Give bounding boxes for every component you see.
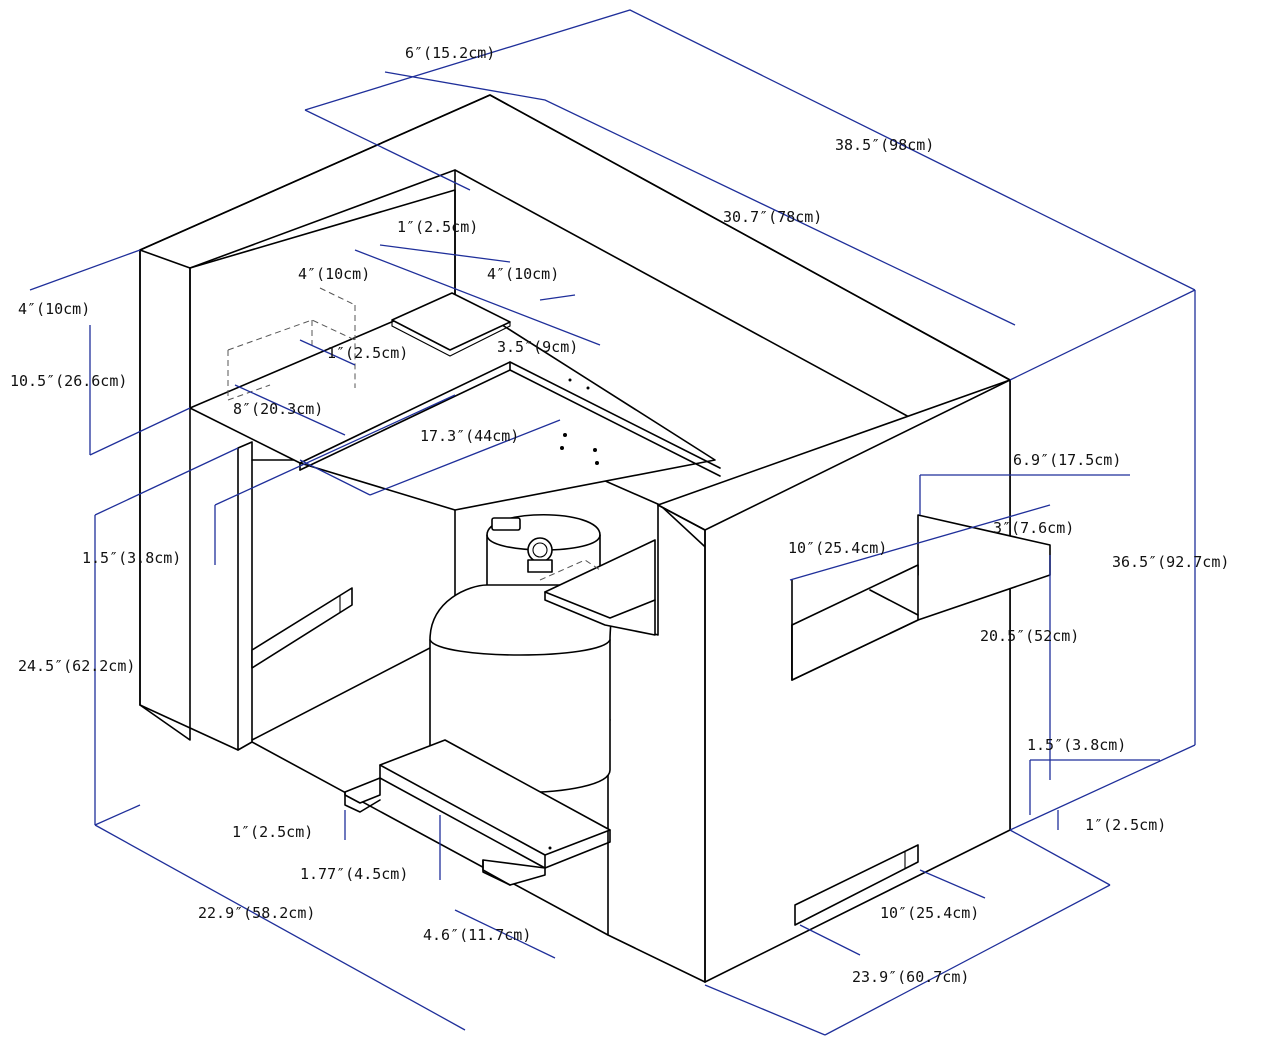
label-shelf-depth: 3.5″(9cm): [497, 338, 578, 356]
front-left-pillar: [237, 441, 253, 751]
label-inner-height: 24.5″(62.2cm): [18, 657, 135, 675]
skid-left: [344, 777, 381, 804]
tank-valve: [527, 537, 553, 573]
label-door-gap: 4.6″(11.7cm): [423, 926, 531, 944]
label-side-height: 20.5″(52cm): [980, 627, 1079, 645]
label-vent-gap: 3″(7.6cm): [993, 519, 1074, 537]
label-lip-height: 1.5″(3.8cm): [82, 549, 181, 567]
label-vent-height: 10″(25.4cm): [788, 539, 887, 557]
label-hole-depth: 4″(10cm): [487, 265, 559, 283]
label-overall-length: 38.5″(98cm): [835, 136, 934, 154]
floor-back-edge: [251, 741, 609, 936]
label-shelf-length: 17.3″(44cm): [420, 427, 519, 445]
label-hole-width: 4″(10cm): [298, 265, 370, 283]
label-shelf-gap: 1″(2.5cm): [327, 344, 408, 362]
label-shelf-width: 8″(20.3cm): [233, 400, 323, 418]
label-base-lip: 1″(2.5cm): [1085, 816, 1166, 834]
label-pallet-height: 1.77″(4.5cm): [300, 865, 408, 883]
bottom-vent: [794, 844, 919, 926]
back-wall-top-edge: [139, 94, 1011, 381]
label-hole-gap: 1″(2.5cm): [397, 218, 478, 236]
left-wall-slot: [251, 587, 353, 669]
label-overall-height: 36.5″(92.7cm): [1112, 553, 1229, 571]
label-skid-height: 1″(2.5cm): [232, 823, 313, 841]
label-side-hole-height: 10.5″(26.6cm): [10, 372, 127, 390]
label-back-panel-length: 30.7″(78cm): [723, 208, 822, 226]
label-overall-depth: 22.9″(58.2cm): [198, 904, 315, 922]
dimension-labels: 6″(15.2cm) 38.5″(98cm) 30.7″(78cm) 1″(2.…: [10, 44, 1229, 986]
enclosure-body: [139, 94, 1051, 983]
mounting-dots: [548, 378, 599, 850]
label-base-gap: 1.5″(3.8cm): [1027, 736, 1126, 754]
label-vent-width: 6.9″(17.5cm): [1013, 451, 1121, 469]
label-top-offset: 6″(15.2cm): [405, 44, 495, 62]
label-bottom-vent: 10″(25.4cm): [880, 904, 979, 922]
label-overall-width: 23.9″(60.7cm): [852, 968, 969, 986]
dimension-lines: [29, 9, 1196, 1036]
label-side-hole: 4″(10cm): [18, 300, 90, 318]
pallet: [344, 739, 611, 886]
